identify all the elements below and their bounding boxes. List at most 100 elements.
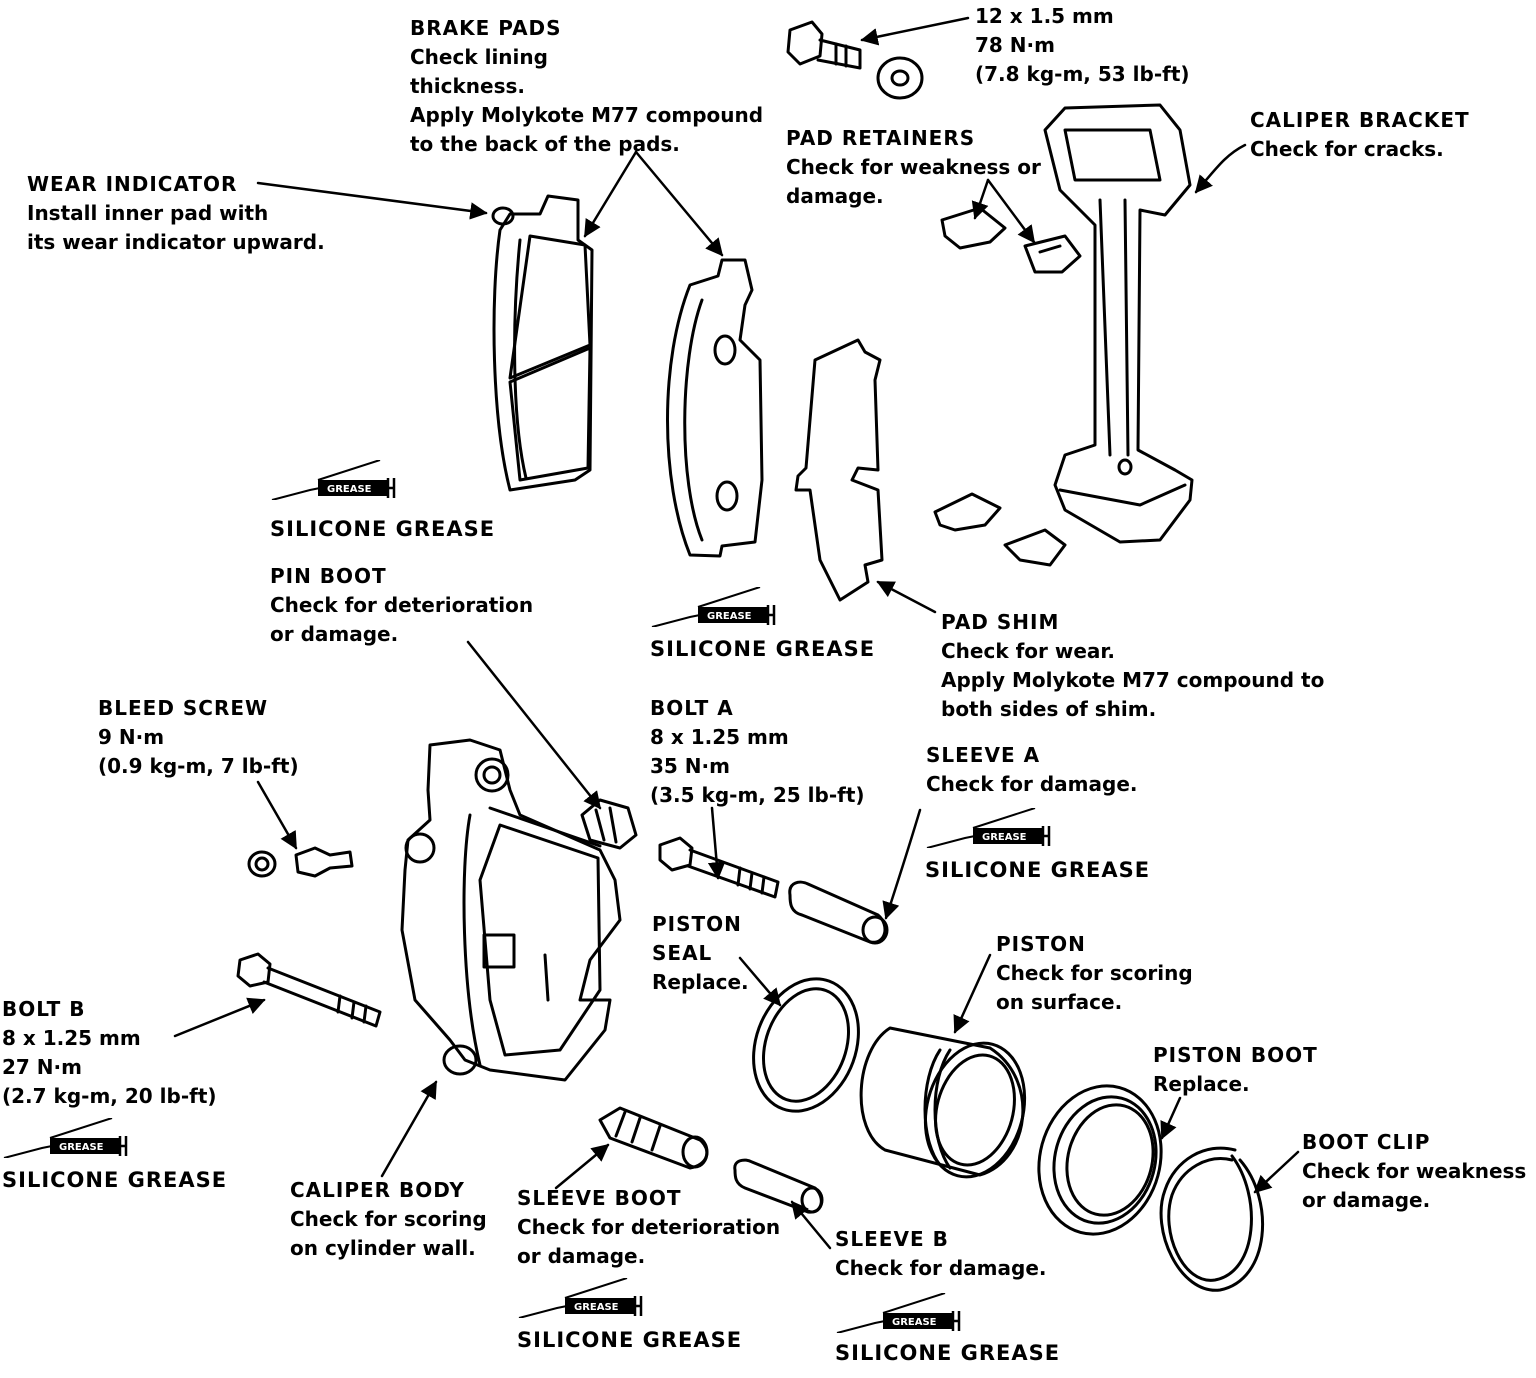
bleed-screw	[247, 846, 354, 878]
boot-clip-note-1: Check for weakness	[1302, 1159, 1527, 1183]
sleeve-a	[788, 880, 889, 945]
piston-seal-title: PISTON	[652, 912, 742, 936]
sleeve-b	[733, 1158, 824, 1214]
brake-pads-note-3: Apply Molykote M77 compound	[410, 103, 764, 127]
silicone-grease-label-sleeve-boot: SILICONE GREASE	[517, 1328, 743, 1352]
brake-pads-note-2: thickness.	[410, 74, 526, 98]
pad-shim-note-1: Check for wear.	[941, 639, 1116, 663]
piston-seal-label: PISTON SEAL Replace.	[652, 910, 749, 997]
inner-brake-pad	[666, 258, 764, 558]
pad-retainers-bottom	[933, 492, 1067, 567]
brake-pads-note-4: to the back of the pads.	[410, 132, 680, 156]
pin-boot-note-2: or damage.	[270, 622, 399, 646]
piston-seal-note: Replace.	[652, 970, 749, 994]
grease-tube-text: GREASE	[59, 1142, 104, 1153]
outer-brake-pad	[491, 194, 594, 492]
piston-seal-title-2: SEAL	[652, 941, 713, 965]
bleed-screw-title: BLEED SCREW	[98, 696, 269, 720]
caliper-bracket-label: CALIPER BRACKET Check for cracks.	[1250, 106, 1470, 164]
silicone-grease-label-sleeve-a: SILICONE GREASE	[925, 858, 1151, 882]
piston-note-1: Check for scoring	[996, 961, 1193, 985]
pad-shim-label: PAD SHIM Check for wear. Apply Molykote …	[941, 608, 1324, 724]
boot-clip-title: BOOT CLIP	[1302, 1130, 1431, 1154]
piston-title: PISTON	[996, 932, 1086, 956]
grease-tube-icon: GREASE	[518, 1278, 643, 1318]
pad-retainers-title: PAD RETAINERS	[786, 126, 976, 150]
pad-shim	[794, 338, 884, 602]
bolt-b-title: BOLT B	[2, 997, 86, 1021]
pad-shim-title: PAD SHIM	[941, 610, 1060, 634]
bleed-screw-label: BLEED SCREW 9 N·m (0.9 kg-m, 7 lb-ft)	[98, 694, 299, 781]
brake-pads-label: BRAKE PADS Check lining thickness. Apply…	[410, 14, 763, 159]
brake-pads-title: BRAKE PADS	[410, 16, 562, 40]
boot-clip	[1159, 1146, 1265, 1292]
silicone-grease-label-sleeve-b: SILICONE GREASE	[835, 1341, 1061, 1365]
caliper-body-note-1: Check for scoring	[290, 1207, 487, 1231]
grease-tube-icon: GREASE	[3, 1118, 128, 1158]
grease-tube-text: GREASE	[892, 1317, 937, 1328]
caliper-body	[400, 738, 622, 1082]
caliper-bracket-title: CALIPER BRACKET	[1250, 108, 1470, 132]
grease-tube-icon: GREASE	[271, 460, 396, 500]
bleed-screw-torque: 9 N·m	[98, 725, 165, 749]
leader-lines	[173, 16, 1300, 1250]
pad-retainers-top	[940, 206, 1082, 274]
bolt-spec-torque: 78 N·m	[975, 33, 1055, 57]
pad-retainers-note-2: damage.	[786, 184, 884, 208]
piston-seal	[752, 977, 860, 1113]
grease-tube-icon: GREASE	[836, 1293, 961, 1333]
pad-shim-note-2: Apply Molykote M77 compound to	[941, 668, 1325, 692]
bolt-a-size: 8 x 1.25 mm	[650, 725, 789, 749]
piston	[859, 1026, 1027, 1179]
piston-boot-label: PISTON BOOT Replace.	[1153, 1041, 1318, 1099]
bolt-a-torque: 35 N·m	[650, 754, 730, 778]
sleeve-boot-label: SLEEVE BOOT Check for deterioration or d…	[517, 1184, 780, 1271]
bolt-a-title: BOLT A	[650, 696, 734, 720]
boot-clip-note-2: or damage.	[1302, 1188, 1431, 1212]
sleeve-b-note: Check for damage.	[835, 1256, 1047, 1280]
sleeve-a-note: Check for damage.	[926, 772, 1138, 796]
piston-note-2: on surface.	[996, 990, 1123, 1014]
wear-indicator-label: WEAR INDICATOR Install inner pad with it…	[27, 170, 325, 257]
boot-clip-label: BOOT CLIP Check for weakness or damage.	[1302, 1128, 1526, 1215]
bolt-b	[236, 952, 382, 1028]
pad-shim-note-3: both sides of shim.	[941, 697, 1157, 721]
sleeve-b-label: SLEEVE B Check for damage.	[835, 1225, 1047, 1283]
wear-indicator-note-2: its wear indicator upward.	[27, 230, 325, 254]
bolt-spec-torque-alt: (7.8 kg-m, 53 lb-ft)	[975, 62, 1190, 86]
caliper-body-label: CALIPER BODY Check for scoring on cylind…	[290, 1176, 487, 1263]
bolt-spec-size: 12 x 1.5 mm	[975, 4, 1114, 28]
caliper-body-title: CALIPER BODY	[290, 1178, 465, 1202]
grease-tube-text: GREASE	[327, 484, 372, 495]
pin-boot	[580, 798, 638, 850]
pin-boot-title: PIN BOOT	[270, 564, 387, 588]
piston-boot-note: Replace.	[1153, 1072, 1250, 1096]
wear-indicator-note-1: Install inner pad with	[27, 201, 269, 225]
sleeve-boot-note-2: or damage.	[517, 1244, 646, 1268]
bleed-screw-torque-alt: (0.9 kg-m, 7 lb-ft)	[98, 754, 299, 778]
bolt-b-size: 8 x 1.25 mm	[2, 1026, 141, 1050]
wear-indicator-title: WEAR INDICATOR	[27, 172, 238, 196]
pad-retainers-note-1: Check for weakness or	[786, 155, 1041, 179]
bolt-spec-label: 12 x 1.5 mm 78 N·m (7.8 kg-m, 53 lb-ft)	[975, 2, 1190, 89]
grease-tube-text: GREASE	[707, 611, 752, 622]
bolt-b-label: BOLT B 8 x 1.25 mm 27 N·m (2.7 kg-m, 20 …	[2, 995, 217, 1111]
pad-retainers-label: PAD RETAINERS Check for weakness or dama…	[786, 124, 1041, 211]
sleeve-a-title: SLEEVE A	[926, 743, 1041, 767]
sleeve-boot	[598, 1106, 709, 1170]
silicone-grease-label-pads: SILICONE GREASE	[270, 517, 496, 541]
silicone-grease-label-bolt-b: SILICONE GREASE	[2, 1168, 228, 1192]
bolt-b-torque-alt: (2.7 kg-m, 20 lb-ft)	[2, 1084, 217, 1108]
caliper-bracket	[1043, 103, 1194, 544]
piston-boot	[1037, 1084, 1163, 1236]
piston-label: PISTON Check for scoring on surface.	[996, 930, 1193, 1017]
caliper-bracket-note: Check for cracks.	[1250, 137, 1444, 161]
silicone-grease-label-shim: SILICONE GREASE	[650, 637, 876, 661]
caliper-body-note-2: on cylinder wall.	[290, 1236, 476, 1260]
bolt-a-torque-alt: (3.5 kg-m, 25 lb-ft)	[650, 783, 865, 807]
caliper-bracket-bolt	[786, 20, 924, 100]
piston-boot-title: PISTON BOOT	[1153, 1043, 1318, 1067]
bolt-a-label: BOLT A 8 x 1.25 mm 35 N·m (3.5 kg-m, 25 …	[650, 694, 865, 810]
bolt-a	[658, 836, 780, 899]
sleeve-boot-title: SLEEVE BOOT	[517, 1186, 682, 1210]
